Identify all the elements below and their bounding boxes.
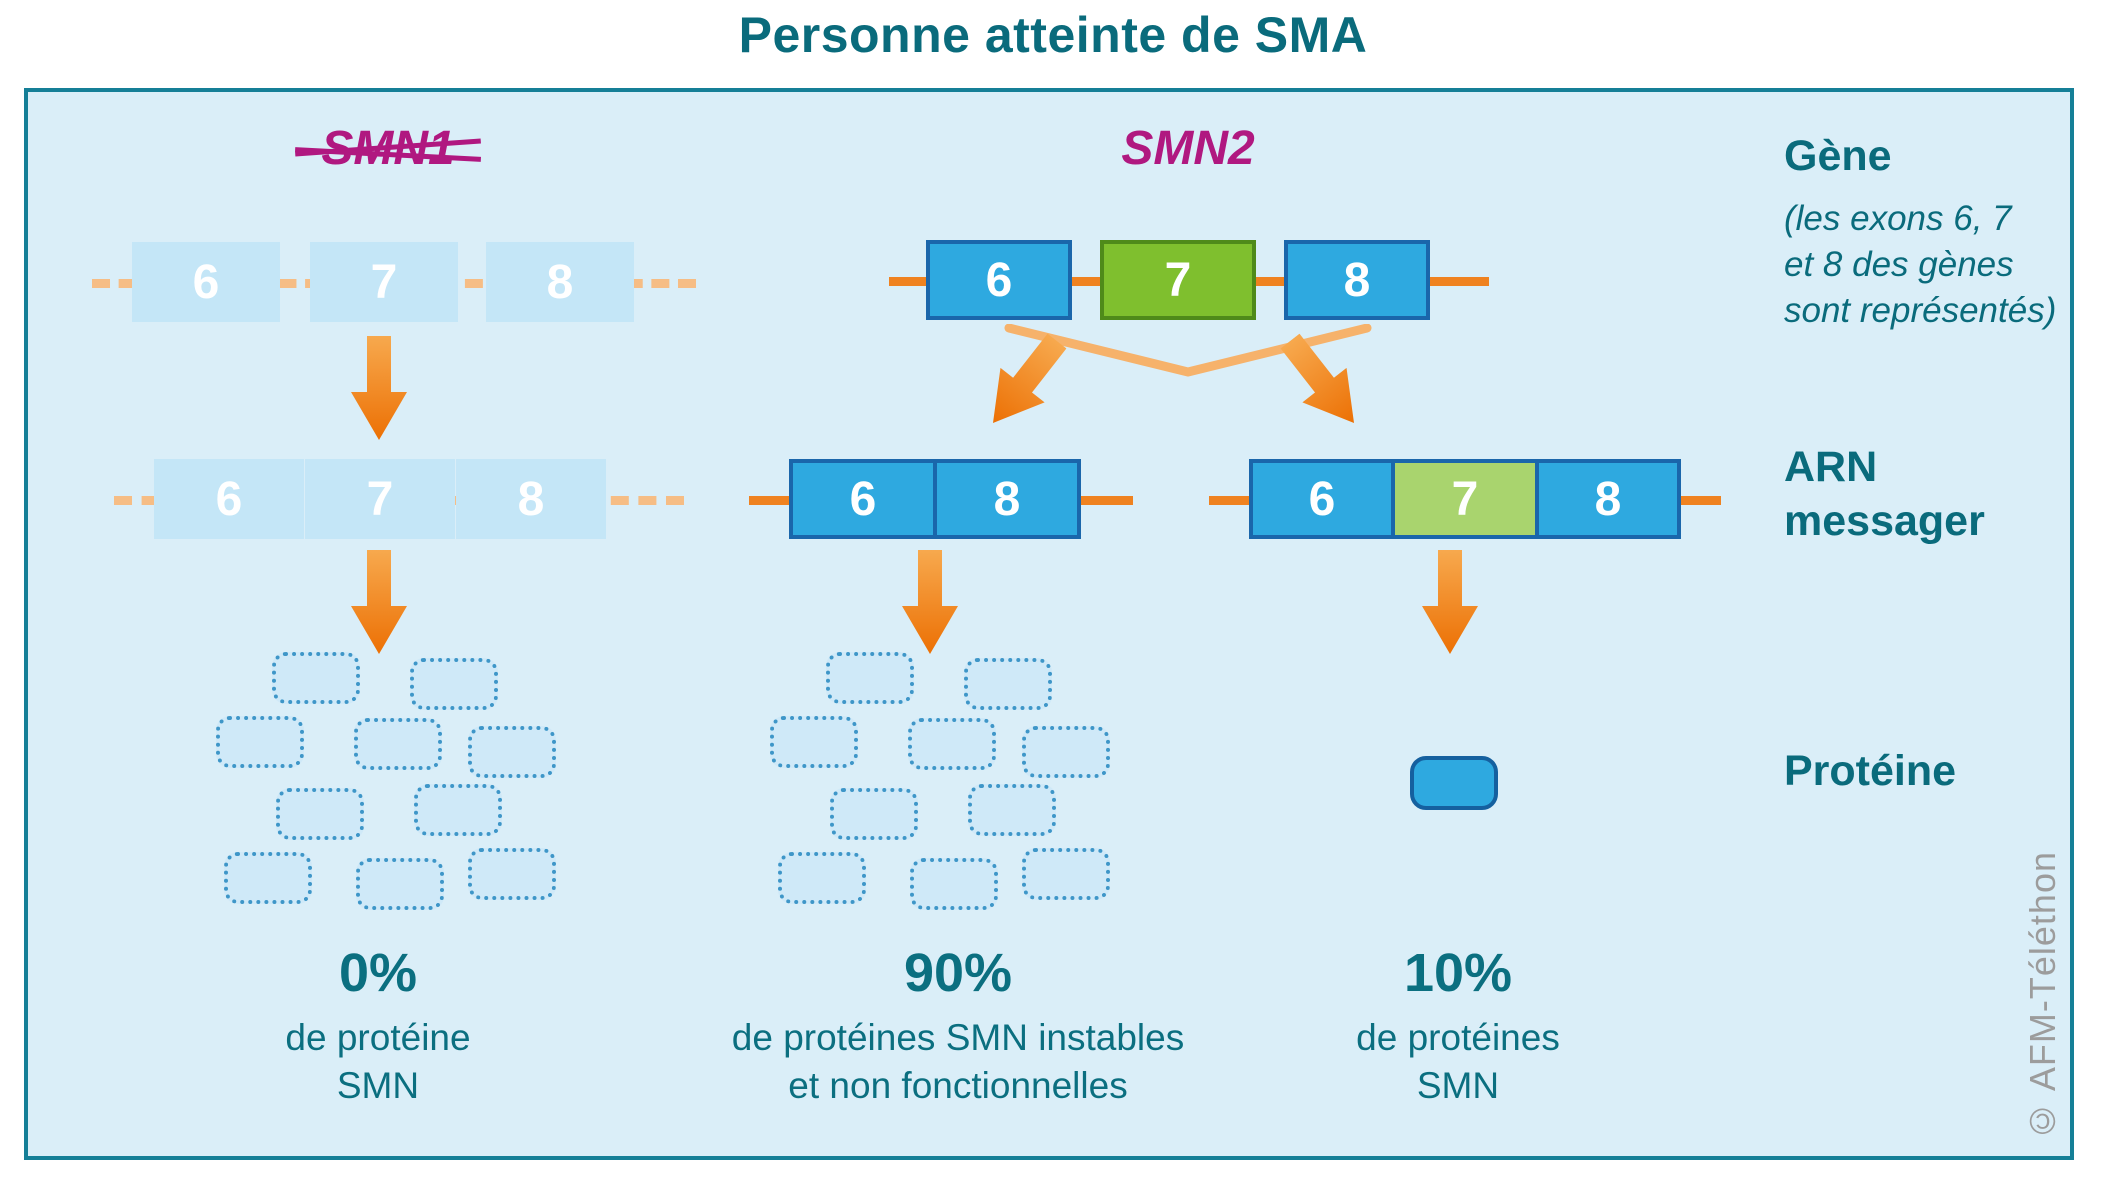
legend-protein-title: Protéine	[1784, 747, 1957, 795]
smn1-caption-line2: SMN	[336, 1065, 420, 1106]
smn2-unstable-percent: 90%	[903, 943, 1013, 1003]
unstable-protein-icon	[1022, 848, 1110, 900]
unstable-protein-icon	[216, 716, 304, 768]
down-arrow-icon	[1422, 550, 1478, 654]
smn2-stable-caption-line1: de protéines	[1356, 1017, 1560, 1058]
smn2-mrna-full-exon-6: 6	[1249, 459, 1395, 539]
smn1-caption-line1: de protéine	[285, 1017, 471, 1058]
unstable-protein-icon	[224, 852, 312, 904]
unstable-protein-icon	[354, 718, 442, 770]
smn2-label-text: SMN2	[1121, 121, 1255, 175]
smn2-gene-exon-6: 6	[926, 240, 1072, 320]
unstable-protein-icon	[272, 652, 360, 704]
unstable-protein-icon	[468, 726, 556, 778]
diagram-panel: SMN1 6 7 8 6 7 8 0% de protéine SMN	[24, 88, 2074, 1160]
smn1-gene-exon-6: 6	[132, 242, 280, 322]
down-arrow-icon	[351, 550, 407, 654]
smn2-mrna-full-exon-7: 7	[1391, 459, 1539, 539]
smn2-unstable-protein-cluster	[760, 652, 1110, 914]
smn1-unstable-protein-cluster	[206, 652, 556, 914]
smn1-label-text: SMN1	[315, 121, 460, 176]
unstable-protein-icon	[770, 716, 858, 768]
unstable-protein-icon	[468, 848, 556, 900]
smn2-unstable-caption-line1: de protéines SMN instables	[731, 1017, 1185, 1058]
copyright-credit: © AFM-Téléthon	[2022, 850, 2063, 1142]
smn1-percent: 0%	[338, 943, 418, 1003]
smn1-result: 0% de protéine SMN	[218, 942, 538, 1110]
smn1-mrna-row: 6 7 8	[114, 459, 684, 541]
smn2-gene-exon-8: 8	[1284, 240, 1430, 320]
smn2-gene-row: 6 7 8	[889, 240, 1489, 322]
unstable-protein-icon	[414, 784, 502, 836]
smn2-stable-percent: 10%	[1403, 943, 1513, 1003]
smn1-mrna-exon-7: 7	[305, 459, 455, 539]
smn1-gene-exon-7: 7	[310, 242, 458, 322]
smn1-gene-exon-8: 8	[486, 242, 634, 322]
smn2-stable-caption-line2: SMN	[1416, 1065, 1500, 1106]
smn2-unstable-result: 90% de protéines SMN instables et non fo…	[678, 942, 1238, 1110]
down-arrow-icon	[902, 550, 958, 654]
smn1-gene-row: 6 7 8	[92, 242, 696, 324]
unstable-protein-icon	[356, 858, 444, 910]
unstable-protein-icon	[1022, 726, 1110, 778]
unstable-protein-icon	[778, 852, 866, 904]
smn1-label: SMN1	[178, 116, 598, 180]
smn2-mrna-full-exon-8: 8	[1535, 459, 1681, 539]
split-arrow-right-icon	[1280, 333, 1355, 423]
legend-mrna-title: ARN messager	[1784, 440, 1985, 548]
legend-mrna-line2: messager	[1784, 497, 1985, 545]
smn2-label: SMN2	[978, 116, 1398, 180]
unstable-protein-icon	[830, 788, 918, 840]
legend-mrna-line1: ARN	[1784, 443, 1878, 491]
splice-split-bracket	[1004, 324, 1372, 377]
unstable-protein-icon	[276, 788, 364, 840]
down-arrow-icon	[351, 336, 407, 440]
unstable-protein-icon	[826, 652, 914, 704]
smn2-mrna-full-row: 6 7 8	[1209, 459, 1721, 541]
smn1-mrna-exon-6: 6	[154, 459, 304, 539]
smn2-unstable-caption-line2: et non fonctionnelles	[788, 1065, 1128, 1106]
legend-gene-note: (les exons 6, 7 et 8 des gènes sont repr…	[1784, 196, 2056, 334]
unstable-protein-icon	[910, 858, 998, 910]
legend-gene-title: Gène	[1784, 132, 1892, 180]
stable-protein-icon	[1410, 756, 1498, 810]
smn2-mrna-skip-row: 6 8	[749, 459, 1133, 541]
split-arrow-left-icon	[992, 333, 1067, 423]
unstable-protein-icon	[968, 784, 1056, 836]
unstable-protein-icon	[964, 658, 1052, 710]
smn2-stable-result: 10% de protéines SMN	[1308, 942, 1608, 1110]
smn2-gene-exon-7: 7	[1100, 240, 1256, 320]
legend-gene-note-line1: (les exons 6, 7	[1784, 199, 2012, 238]
legend-gene-note-line3: sont représentés)	[1784, 291, 2057, 330]
smn2-mrna-skip-exon-6: 6	[789, 459, 937, 539]
smn2-mrna-skip-exon-8: 8	[933, 459, 1081, 539]
unstable-protein-icon	[410, 658, 498, 710]
legend-gene-note-line2: et 8 des gènes	[1784, 245, 2014, 284]
smn1-mrna-exon-8: 8	[456, 459, 606, 539]
page-title: Personne atteinte de SMA	[738, 7, 1368, 63]
unstable-protein-icon	[908, 718, 996, 770]
